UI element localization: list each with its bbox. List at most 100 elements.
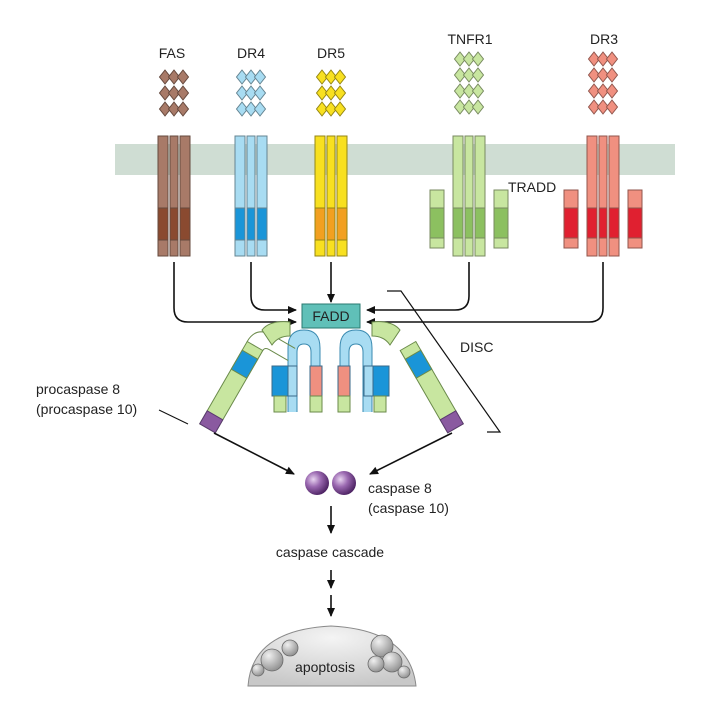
receptor-dr5-ligand-diamond <box>324 85 338 101</box>
receptor-dr4-ligand-diamond <box>235 101 249 117</box>
arrow-tnfr1-to-fadd <box>366 262 470 314</box>
disc-stub <box>273 395 287 413</box>
disc-stub <box>337 395 351 413</box>
arrow-right-to-caspase <box>369 432 453 475</box>
receptor-dr3-ligand-diamond <box>605 83 619 99</box>
receptor-fas-ligand-diamond <box>167 101 181 117</box>
receptor-arrows <box>173 262 604 326</box>
receptor-fas-ligand-diamond <box>176 85 190 101</box>
caspase-ball-left <box>305 471 329 495</box>
receptor-dr3-chain <box>608 135 620 257</box>
receptor-dr3 <box>563 51 643 257</box>
receptor-dr4-chain <box>246 135 256 257</box>
receptor-dr5-death-domain <box>314 207 326 241</box>
disc-label: DISC <box>460 339 493 355</box>
receptor-dr3-ligand-diamond <box>605 51 619 67</box>
disc-bracket <box>387 290 502 433</box>
disc-inner-hairpins <box>271 329 390 413</box>
receptor-tnfr1-ligand-diamond <box>462 99 476 115</box>
receptor-dr4-chain <box>256 135 268 257</box>
receptor-dr4-ligand-diamond <box>253 69 267 85</box>
receptor-dr5-ligand-diamond <box>333 101 347 117</box>
receptor-dr5 <box>314 69 348 257</box>
disc-death-domain <box>363 365 374 397</box>
receptor-dr3-ligand-diamond <box>587 83 601 99</box>
receptor-dr4-death-domain <box>234 207 246 241</box>
receptor-fas-death-domain <box>157 207 169 241</box>
receptor-tnfr1-chain <box>452 135 464 257</box>
arrow-dr3-to-fadd <box>366 262 604 326</box>
receptor-fas <box>157 69 191 257</box>
receptor-tnfr1-ligand-diamond <box>471 51 485 67</box>
receptor-fas-death-domain <box>169 207 179 241</box>
caspase-label-line2: (caspase 10) <box>368 500 449 516</box>
procaspase-arm-right-cap <box>371 321 401 346</box>
receptor-dr3-tradd-band <box>563 207 579 239</box>
disc-death-domain <box>287 365 298 397</box>
receptor-dr3-death-domain <box>598 207 608 239</box>
receptor-tnfr1-death-domain <box>464 207 474 239</box>
receptor-dr5-ligand-diamond <box>315 101 329 117</box>
receptor-dr3-death-domain <box>586 207 598 239</box>
receptor-tnfr1-ligand-diamond <box>453 99 467 115</box>
receptor-dr5-ligand-diamond <box>315 85 329 101</box>
receptor-dr3-ligand-diamond <box>587 51 601 67</box>
disc-stub <box>309 395 323 413</box>
caspase-label-line1: caspase 8 <box>368 480 432 496</box>
receptor-dr5-death-domain <box>336 207 348 241</box>
receptor-dr4-ligand-diamond <box>244 101 258 117</box>
receptor-dr3-ligand-diamond <box>587 99 601 115</box>
disc-death-domain <box>337 365 351 397</box>
procaspase-arm-left-cap <box>261 321 291 346</box>
receptor-fas-ligand-diamond <box>158 69 172 85</box>
receptor-fas-ligand-diamond <box>176 101 190 117</box>
receptor-dr3-ligand-diamond <box>596 51 610 67</box>
disc-stub <box>373 395 387 413</box>
procaspase-leader-line <box>158 409 189 425</box>
cascade-label: caspase cascade <box>276 544 384 560</box>
receptor-fas-chain <box>179 135 191 257</box>
receptor-dr5-ligand-diamond <box>333 69 347 85</box>
receptor-dr5-chain <box>336 135 348 257</box>
receptor-dr4-ligand-diamond <box>244 85 258 101</box>
arrow-fas-to-fadd <box>173 262 297 326</box>
receptor-dr5-ligand-diamond <box>324 69 338 85</box>
receptor-dr5-ligand-diamond <box>333 85 347 101</box>
receptor-dr4-chain <box>234 135 246 257</box>
receptor-dr5-ligand-diamond <box>324 101 338 117</box>
receptor-tnfr1-chain <box>474 135 486 257</box>
receptor-fas-ligand-diamond <box>176 69 190 85</box>
receptor-tnfr1-ligand-diamond <box>471 83 485 99</box>
receptor-dr3-ligand-diamond <box>596 67 610 83</box>
receptor-tnfr1-chain <box>464 135 474 257</box>
receptor-dr4-death-domain <box>256 207 268 241</box>
fadd-box <box>301 303 361 329</box>
receptor-dr3-ligand-diamond <box>587 67 601 83</box>
receptor-label-tnfr1: TNFR1 <box>447 31 492 47</box>
receptor-tnfr1-ligand-diamond <box>453 83 467 99</box>
receptor-dr3-death-domain <box>608 207 620 239</box>
receptor-fas-death-domain <box>179 207 191 241</box>
procaspase-label-line2: (procaspase 10) <box>36 401 137 417</box>
receptor-dr4-ligand-diamond <box>253 101 267 117</box>
receptor-fas-ligand-diamond <box>158 101 172 117</box>
receptor-tnfr1-ligand-diamond <box>453 67 467 83</box>
arrow-left-to-caspase <box>213 432 295 475</box>
receptor-dr3-ligand-diamond <box>605 99 619 115</box>
receptor-dr4 <box>234 69 268 257</box>
receptor-label-dr3: DR3 <box>590 31 618 47</box>
receptor-label-dr4: DR4 <box>237 45 265 61</box>
receptor-dr5-ligand-diamond <box>315 69 329 85</box>
apoptosis-label: apoptosis <box>295 659 355 675</box>
receptor-label-fas: FAS <box>159 45 185 61</box>
arrow-dr4-to-fadd <box>250 262 297 314</box>
disc-death-domain <box>271 365 289 397</box>
receptor-dr3-ligand-diamond <box>596 99 610 115</box>
receptor-dr3-chain <box>586 135 598 257</box>
receptor-tnfr1-tradd-band <box>429 207 445 239</box>
receptor-group <box>157 51 643 257</box>
disc-death-domain <box>309 365 323 397</box>
caspase-ball-right <box>332 471 356 495</box>
receptor-dr5-chain <box>326 135 336 257</box>
